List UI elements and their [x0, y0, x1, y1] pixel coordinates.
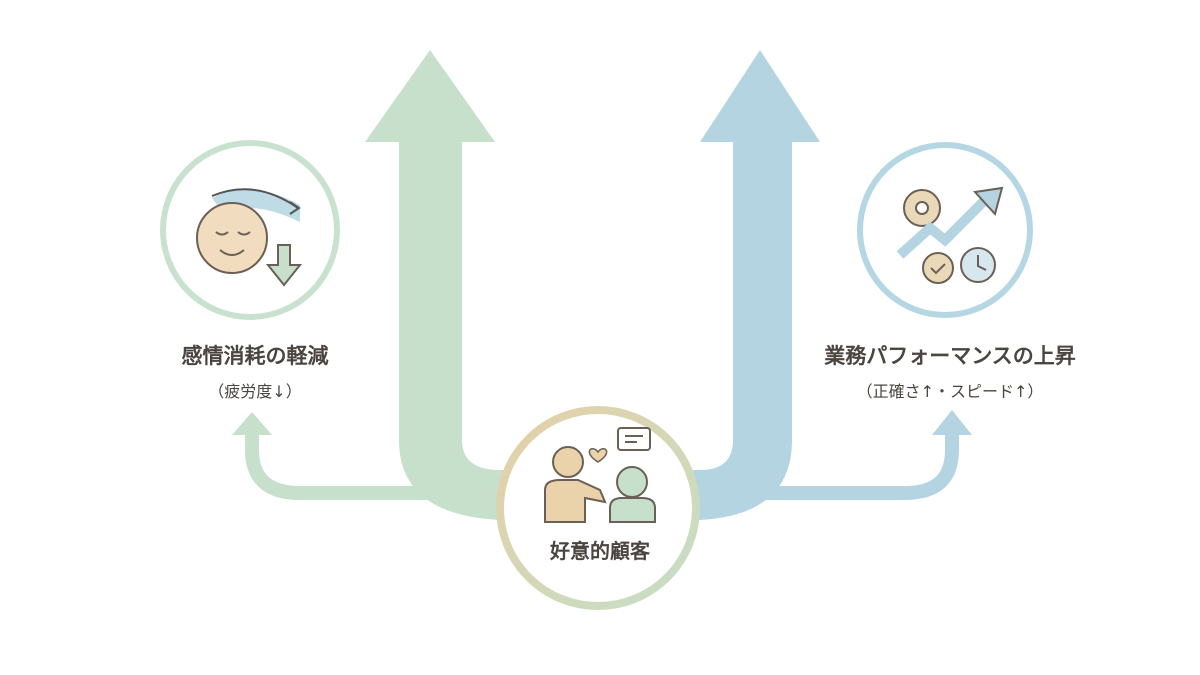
- big-green-arrow: [365, 50, 520, 520]
- thin-green-arrow: [232, 412, 500, 500]
- left-subtitle: （疲労度↓）: [208, 382, 302, 401]
- performance-label: 業務パフォーマンスの上昇 （正確さ↑・スピード↑）: [800, 340, 1100, 402]
- right-subtitle: （正確さ↑・スピード↑）: [856, 382, 1044, 401]
- right-title: 業務パフォーマンスの上昇: [824, 344, 1076, 368]
- left-title: 感情消耗の軽減: [181, 344, 329, 368]
- emotional-relief-icon: [160, 140, 340, 320]
- friendly-customer-icon: [496, 406, 700, 610]
- big-blue-arrow: [680, 50, 820, 520]
- performance-up-icon: [857, 142, 1033, 318]
- thin-blue-arrow: [700, 410, 972, 500]
- emotional-relief-label: 感情消耗の軽減 （疲労度↓）: [135, 340, 375, 402]
- center-title: 好意的顧客: [550, 539, 650, 563]
